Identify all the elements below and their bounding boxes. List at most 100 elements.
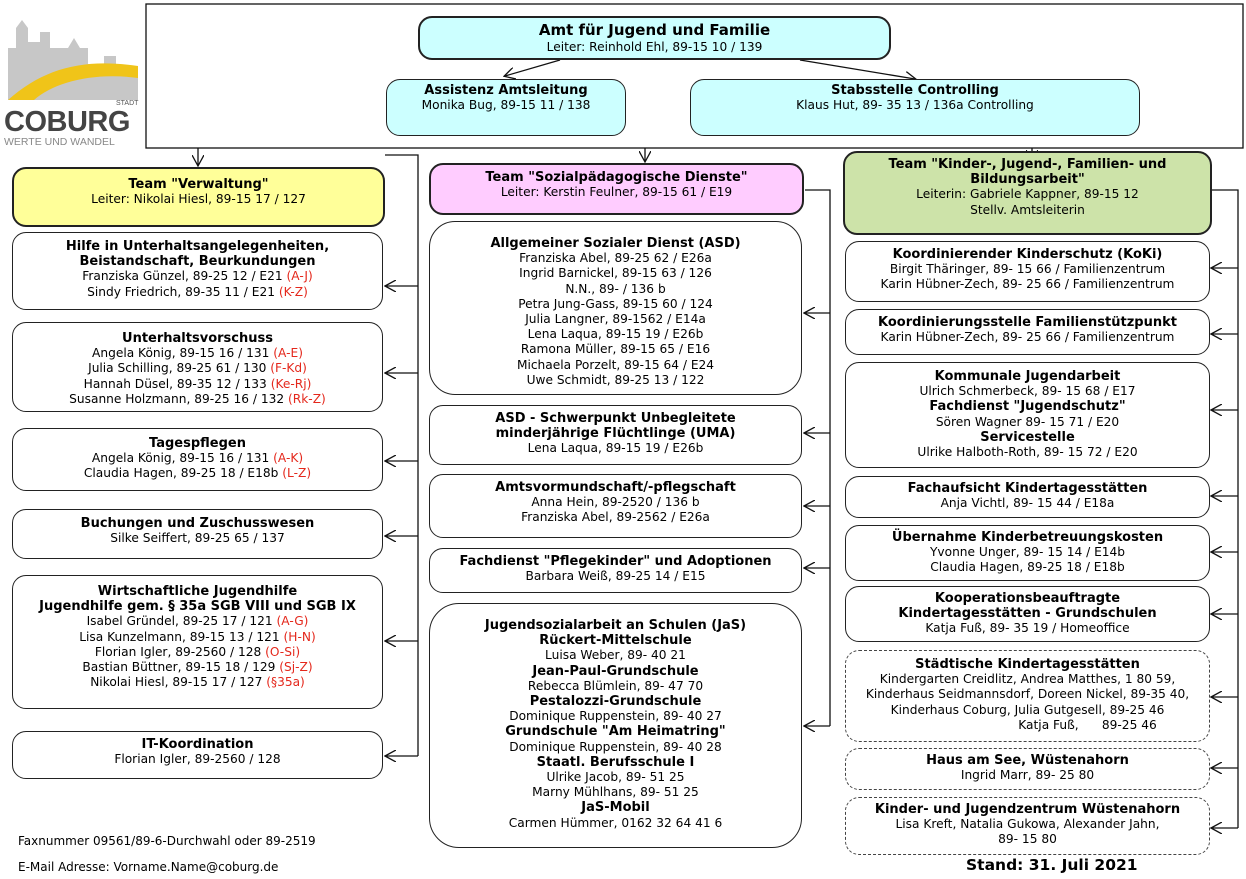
wirtschaft-person-4: Bastian Büttner, 89-15 18 / 129 (Sj-Z) [19, 660, 376, 675]
asd-person: Uwe Schmidt, 89-25 13 / 122 [526, 372, 705, 387]
amtsvormund-person-1: Anna Hein, 89-2520 / 136 b [531, 495, 700, 510]
person-text: Isabel Gründel, 89-25 17 / 121 [86, 614, 273, 629]
person-text: Susanne Holzmann, 89-25 16 / 132 [69, 391, 285, 406]
kooperation-title-1: Kooperationsbeauftragte [934, 591, 1121, 606]
staedtisch-name: Katja Fuß, [1018, 717, 1079, 732]
wirtschaft-title-2: Jugendhilfe gem. § 35a SGB VIII und SGB … [39, 599, 356, 615]
range-text: (Sj-Z) [279, 660, 313, 675]
hausamsee-box: Haus am See, Wüstenahorn Ingrid Marr, 89… [845, 748, 1210, 790]
jas-person: Dominique Ruppenstein, 89- 40 27 [509, 709, 722, 724]
jugendschutz-title: Fachdienst "Jugendschutz" [929, 399, 1126, 415]
amt-leiter: Leiter: Reinhold Ehl, 89-15 10 / 139 [546, 40, 763, 54]
asd-box: Allgemeiner Sozialer Dienst (ASD) Franzi… [429, 221, 802, 395]
it-box: IT-Koordination Florian Igler, 89-2560 /… [12, 731, 383, 779]
fax-info: Faxnummer 09561/89-6-Durchwahl oder 89-2… [18, 834, 316, 848]
assistenz-box: Assistenz Amtsleitung Monika Bug, 89-15 … [386, 79, 626, 136]
asd-person: N.N., 89- / 136 b [565, 281, 666, 296]
staedtisch-phone: 89-25 46 [1101, 717, 1157, 732]
person-text: Julia Schilling, 89-25 61 / 130 [88, 361, 267, 376]
staedtisch-line: Katja Fuß, 89-25 46 [852, 718, 1203, 733]
amtsvormund-person-2: Franziska Abel, 89-2562 / E26a [521, 510, 710, 525]
staedtisch-line: Kindergarten Creidlitz, Andrea Matthes, … [879, 672, 1176, 687]
jugendzentrum-person: Lisa Kreft, Natalia Gukowa, Alexander Ja… [895, 817, 1160, 832]
amt-box: Amt für Jugend und Familie Leiter: Reinh… [418, 16, 891, 60]
jas-school: JaS-Mobil [581, 800, 650, 816]
person-text: Hannah Düsel, 89-35 12 / 133 [83, 376, 267, 391]
amtsvormund-box: Amtsvormundschaft/-pflegschaft Anna Hein… [429, 474, 802, 538]
uebernahme-person-2: Claudia Hagen, 89-25 18 / E18b [930, 560, 1125, 575]
tagespflegen-person-1: Angela König, 89-15 16 / 131 (A-K) [19, 451, 376, 466]
range-text: (A-E) [273, 346, 303, 361]
range-text: (F-Kd) [270, 361, 307, 376]
coburg-logo: STADT COBURG WERTE UND WANDEL [4, 8, 144, 148]
stabsstelle-box: Stabsstelle Controlling Klaus Hut, 89- 3… [690, 79, 1140, 136]
koki-title: Koordinierender Kinderschutz (KoKi) [892, 247, 1163, 262]
team-sozial-box: Team "Sozialpädagogische Dienste" Leiter… [429, 163, 804, 215]
kinder-leiterin: Leiterin: Gabriele Kappner, 89-15 12 [916, 187, 1139, 202]
jas-school: Rückert-Mittelschule [539, 633, 692, 649]
range-text: (L-Z) [282, 466, 312, 481]
stabsstelle-title: Stabsstelle Controlling [831, 83, 999, 98]
staedtisch-line: Kinderhaus Seidmannsdorf, Doreen Nickel,… [865, 687, 1190, 702]
familienstuetz-title: Koordinierungsstelle Familienstützpunkt [878, 315, 1177, 330]
jugendarbeit-box: Kommunale Jugendarbeit Ulrich Schmerbeck… [845, 362, 1210, 468]
person-text: Sindy Friedrich, 89-35 11 / E21 [87, 284, 275, 299]
person-text: Franziska Günzel, 89-25 12 / E21 [82, 269, 283, 284]
buchungen-person: Silke Seiffert, 89-25 65 / 137 [110, 531, 285, 546]
kooperation-box: Kooperationsbeauftragte Kindertagesstätt… [845, 586, 1210, 642]
stand-date: Stand: 31. Juli 2021 [966, 856, 1138, 874]
jas-person: Marny Mühlhans, 89- 51 25 [532, 785, 699, 800]
unterhalt-person-1: Franziska Günzel, 89-25 12 / E21 (A-J) [19, 269, 376, 284]
asd-person: Petra Jung-Gass, 89-15 60 / 124 [518, 296, 713, 311]
staedtisch-line: Kinderhaus Coburg, Julia Gutgesell, 89-2… [890, 702, 1165, 717]
fachaufsicht-box: Fachaufsicht Kindertagesstätten Anja Vic… [845, 476, 1210, 518]
hausamsee-title: Haus am See, Wüstenahorn [926, 753, 1129, 768]
jugendarbeit-person: Ulrich Schmerbeck, 89- 15 68 / E17 [919, 384, 1136, 399]
koki-person-2: Karin Hübner-Zech, 89- 25 66 / Familienz… [880, 277, 1175, 292]
vorschuss-box: Unterhaltsvorschuss Angela König, 89-15 … [12, 322, 383, 412]
buchungen-title: Buchungen und Zuschusswesen [80, 516, 315, 531]
jas-person: Luisa Weber, 89- 40 21 [545, 648, 686, 663]
top-frame [145, 3, 1244, 149]
person-text: Lisa Kunzelmann, 89-15 13 / 121 [79, 629, 280, 644]
servicestelle-title: Servicestelle [980, 429, 1075, 445]
jugendarbeit-title: Kommunale Jugendarbeit [934, 369, 1121, 384]
jas-school: Staatl. Berufsschule I [536, 754, 695, 770]
range-text: (A-G) [276, 614, 309, 629]
logo-stadt: STADT [116, 100, 139, 107]
stabsstelle-person: Klaus Hut, 89- 35 13 / 136a Controlling [796, 98, 1034, 113]
city-skyline-icon [8, 20, 138, 100]
range-text: (A-K) [273, 451, 304, 466]
uebernahme-box: Übernahme Kinderbetreuungskosten Yvonne … [845, 525, 1210, 581]
uma-box: ASD - Schwerpunkt Unbegleitete minderjäh… [429, 405, 802, 465]
staedtisch-title: Städtische Kindertagesstätten [915, 657, 1140, 672]
right-spine [1212, 189, 1239, 828]
wirtschaft-title-1: Wirtschaftliche Jugendhilfe [97, 584, 298, 599]
person-text: Florian Igler, 89-2560 / 128 [94, 644, 262, 659]
jugendschutz-person: Sören Wagner 89- 15 71 / E20 [935, 414, 1120, 429]
vorschuss-person-4: Susanne Holzmann, 89-25 16 / 132 (Rk-Z) [19, 392, 376, 407]
unterhalt-box: Hilfe in Unterhaltsangelegenheiten, Beis… [12, 232, 383, 310]
jas-person: Dominique Ruppenstein, 89- 40 28 [509, 739, 722, 754]
range-text: (O-Si) [265, 644, 301, 659]
unterhalt-person-2: Sindy Friedrich, 89-35 11 / E21 (K-Z) [19, 285, 376, 300]
wirtschaft-person-2: Lisa Kunzelmann, 89-15 13 / 121 (H-N) [19, 630, 376, 645]
jugendzentrum-box: Kinder- und Jugendzentrum Wüstenahorn Li… [845, 797, 1210, 855]
fachaufsicht-person: Anja Vichtl, 89- 15 44 / E18a [940, 496, 1115, 511]
logo-tagline: WERTE UND WANDEL [4, 136, 115, 148]
person-text: Angela König, 89-15 16 / 131 [92, 346, 270, 361]
wirtschaft-person-5: Nikolai Hiesl, 89-15 17 / 127 (§35a) [19, 675, 376, 690]
person-text: Bastian Büttner, 89-15 18 / 129 [82, 660, 276, 675]
koki-box: Koordinierender Kinderschutz (KoKi) Birg… [845, 241, 1210, 302]
amt-title: Amt für Jugend und Familie [538, 21, 771, 39]
jas-school: Pestalozzi-Grundschule [529, 694, 702, 710]
buchungen-box: Buchungen und Zuschusswesen Silke Seiffe… [12, 509, 383, 559]
familienstuetz-person: Karin Hübner-Zech, 89- 25 66 / Familienz… [880, 330, 1175, 345]
uebernahme-title: Übernahme Kinderbetreuungskosten [891, 530, 1164, 545]
jas-school: Grundschule "Am Heimatring" [505, 724, 726, 740]
assistenz-title: Assistenz Amtsleitung [424, 83, 588, 98]
fachaufsicht-title: Fachaufsicht Kindertagesstätten [907, 481, 1148, 496]
jas-title: Jugendsozialarbeit an Schulen (JaS) [484, 618, 747, 633]
uebernahme-person-1: Yvonne Unger, 89- 15 14 / E14b [929, 545, 1126, 560]
uma-person: Lena Laqua, 89-15 19 / E26b [527, 441, 704, 456]
